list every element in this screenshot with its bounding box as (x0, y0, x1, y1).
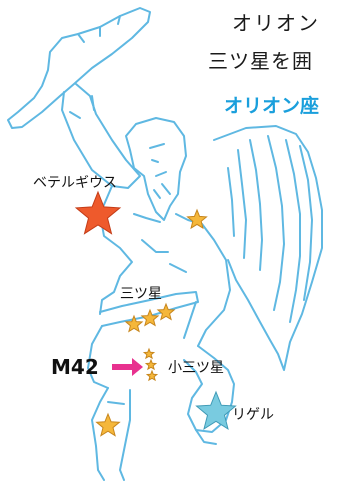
raised-arm-outline (61, 83, 141, 189)
rigel-label: リゲル (232, 407, 274, 423)
betelgeuse-label: ベテルギウス (33, 175, 117, 191)
bellatrix-star-icon (186, 208, 208, 230)
lion-pelt-outline (213, 125, 323, 371)
sword-star-3-icon (145, 369, 159, 382)
sword-star-2-icon (144, 358, 158, 371)
sword-label: 小三ツ星 (168, 360, 224, 376)
heading-line-1: オリオン (232, 11, 320, 35)
belt-star-1-icon (124, 314, 144, 333)
club-outline (7, 7, 151, 129)
constellation-title: オリオン座 (224, 95, 320, 117)
saiph-star-icon (95, 412, 121, 437)
left-leg-outline (91, 387, 131, 481)
m42-label: M42 (51, 355, 99, 379)
belt-label: 三ツ星 (120, 286, 162, 302)
heading-line-2: 三ツ星を囲 (208, 49, 313, 73)
rigel-star-icon (195, 390, 237, 430)
head-outline (125, 117, 187, 221)
sword-star-1-icon (142, 347, 156, 360)
belt-star-2-icon (140, 308, 160, 327)
right-leg-outline (183, 345, 235, 433)
m42-arrow-icon (112, 358, 143, 376)
betelgeuse-star-icon (74, 190, 122, 235)
belt-star-3-icon (156, 302, 176, 321)
